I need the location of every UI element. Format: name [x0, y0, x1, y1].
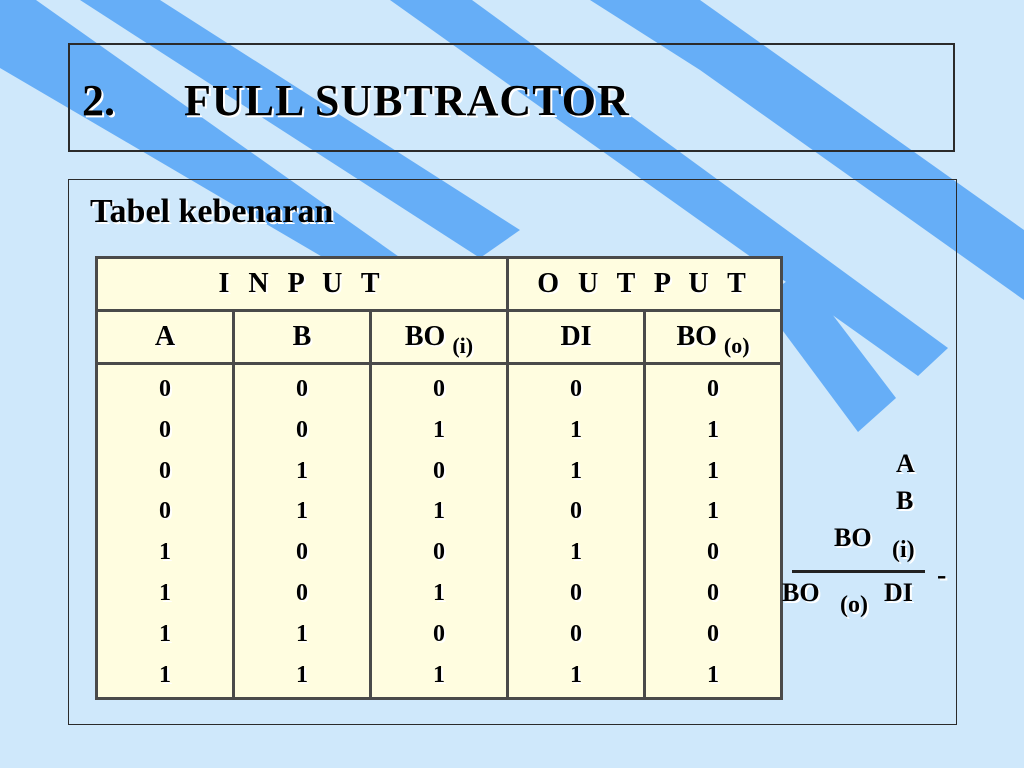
- header-b: B: [232, 309, 372, 365]
- header-bo-out: BO (o): [643, 309, 783, 365]
- header-bo-out-label: BO: [676, 321, 717, 352]
- slide-title: FULL SUBTRACTOR: [184, 76, 630, 125]
- operand-bo-in: BO: [834, 523, 872, 552]
- table-cell: 1: [707, 457, 719, 484]
- column-bo-out-list: 0 1 1 1 0 0 0 1: [646, 365, 780, 697]
- table-cell: 1: [159, 579, 171, 606]
- table-cell: 1: [296, 498, 308, 525]
- operation-rule-line: [792, 570, 925, 573]
- minus-sign: -: [937, 560, 947, 591]
- table-cell: 1: [296, 661, 308, 688]
- input-group-header: I N P U T: [95, 256, 509, 312]
- table-cell: 0: [433, 376, 445, 402]
- truth-table: I N P U T O U T P U T A B BO (i) DI BO (…: [95, 256, 783, 701]
- output-group-header: O U T P U T: [506, 256, 783, 312]
- result-di: DI: [884, 578, 913, 607]
- table-cell: 1: [570, 661, 582, 688]
- table-cell: 1: [433, 661, 445, 688]
- table-cell: 0: [433, 620, 445, 647]
- table-cell: 1: [296, 457, 308, 484]
- column-a-list: 0 0 0 0 1 1 1 1: [98, 365, 232, 697]
- table-cell: 0: [159, 376, 171, 402]
- table-cell: 0: [433, 457, 445, 484]
- column-b-list: 0 0 1 1 0 0 1 1: [235, 365, 369, 697]
- table-cell: 1: [296, 620, 308, 647]
- result-bo-out-sub: (o): [840, 592, 868, 618]
- table-cell: 0: [707, 620, 719, 647]
- table-cell: 0: [570, 376, 582, 402]
- table-cell: 0: [159, 457, 171, 484]
- table-cell: 1: [159, 539, 171, 566]
- table-cell: 1: [433, 579, 445, 606]
- table-cell: 0: [707, 539, 719, 566]
- table-cell: 0: [570, 620, 582, 647]
- header-bo-in-label: BO: [404, 321, 446, 352]
- table-cell: 0: [707, 376, 719, 402]
- table-cell: 1: [433, 416, 445, 443]
- table-cell: 1: [159, 620, 171, 647]
- column-bo-in-values: 0 1 0 1 0 1 0 1: [369, 361, 509, 701]
- table-cell: 1: [570, 539, 582, 566]
- table-cell: 1: [570, 416, 582, 443]
- table-cell: 1: [433, 498, 445, 525]
- column-a-values: 0 0 0 0 1 1 1 1: [95, 361, 235, 701]
- values-row: 0 0 0 0 1 1 1 1 0 0 1 1 0 0 1 1 0 1 0 1 0 1 0 1 0 1 1 0 1 0 0 1 0 1 1 1…: [95, 361, 783, 701]
- result-bo-out: BO: [782, 578, 820, 607]
- table-cell: 1: [707, 498, 719, 525]
- table-cell: 1: [159, 661, 171, 688]
- table-cell: 0: [570, 498, 582, 525]
- group-header-row: I N P U T O U T P U T: [95, 256, 783, 312]
- table-cell: 0: [159, 498, 171, 525]
- table-cell: 0: [433, 539, 445, 566]
- table-cell: 0: [296, 416, 308, 443]
- title-box: 2. FULL SUBTRACTOR: [68, 43, 955, 152]
- table-cell: 1: [707, 661, 719, 688]
- header-a: A: [95, 309, 235, 365]
- slide-number: 2.: [82, 76, 115, 125]
- column-bo-out-values: 0 1 1 1 0 0 0 1: [643, 361, 783, 701]
- header-bo-in: BO (i): [369, 309, 509, 365]
- table-cell: 1: [570, 457, 582, 484]
- table-cell: 0: [296, 579, 308, 606]
- header-di: DI: [506, 309, 646, 365]
- column-di-values: 0 1 1 0 1 0 0 1: [506, 361, 646, 701]
- header-b-label: B: [292, 321, 312, 352]
- operand-b: B: [896, 486, 914, 515]
- content-box: [68, 179, 957, 725]
- table-cell: 0: [570, 579, 582, 606]
- operand-bo-in-sub: (i): [892, 537, 915, 563]
- table-cell: 0: [707, 579, 719, 606]
- table-cell: 1: [707, 416, 719, 443]
- header-a-label: A: [154, 321, 176, 352]
- table-cell: 0: [159, 416, 171, 443]
- column-di-list: 0 1 1 0 1 0 0 1: [509, 365, 643, 697]
- column-header-row: A B BO (i) DI BO (o): [95, 309, 783, 365]
- header-di-label: DI: [560, 321, 592, 352]
- column-b-values: 0 0 1 1 0 0 1 1: [232, 361, 372, 701]
- table-subtitle: Tabel kebenaran: [90, 193, 334, 230]
- table-cell: 0: [296, 376, 308, 402]
- table-cell: 0: [296, 539, 308, 566]
- header-bo-out-sub: (o): [723, 333, 750, 358]
- operand-a: A: [896, 449, 915, 478]
- header-bo-in-sub: (i): [452, 333, 474, 358]
- column-bo-in-list: 0 1 0 1 0 1 0 1: [372, 365, 506, 697]
